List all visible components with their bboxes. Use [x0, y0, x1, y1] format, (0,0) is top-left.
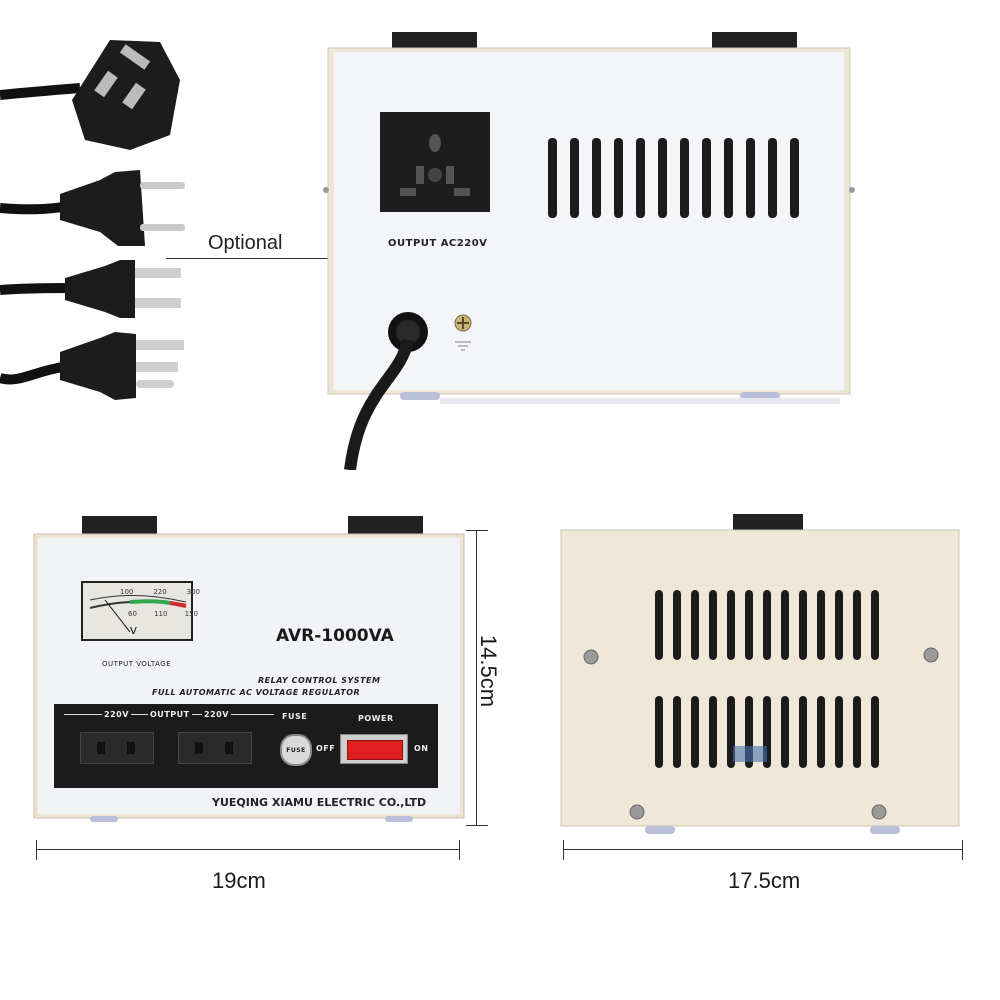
meter-tick: 110 — [154, 610, 168, 618]
manufacturer: YUEQING XIAMU ELECTRIC CO.,LTD — [212, 796, 427, 809]
height-dimension-label: 14.5cm — [476, 634, 502, 708]
output-label: OUTPUT — [148, 710, 192, 719]
meter-scale-inner: 60 110 150 — [128, 610, 198, 618]
dimension-tick — [466, 530, 488, 531]
meter-tick: 300 — [186, 588, 200, 596]
optional-leader-line — [166, 258, 434, 259]
output-left-voltage: 220V — [102, 710, 131, 719]
us-3pin-plug-icon — [0, 332, 184, 400]
front-width-line — [36, 849, 460, 850]
meter-caption: OUTPUT VOLTAGE — [102, 660, 172, 668]
voltage-meter-icon: V — [81, 581, 193, 641]
us-2pin-plug-icon — [0, 260, 181, 318]
dimension-tick — [459, 840, 460, 860]
height-dimension-line — [476, 530, 477, 826]
fuse-label: FUSE — [282, 712, 308, 721]
eu-plug-icon — [0, 170, 185, 246]
meter-tick: 60 — [128, 610, 137, 618]
ground-screw-icon — [454, 314, 472, 351]
power-switch-rocker — [347, 740, 403, 760]
dimension-tick — [563, 840, 564, 860]
side-width-line — [563, 849, 963, 850]
dimension-tick — [962, 840, 963, 860]
universal-socket-icon — [380, 112, 490, 212]
side-unit — [555, 510, 965, 840]
meter-tick: 220 — [153, 588, 167, 596]
power-label: POWER — [358, 714, 394, 723]
svg-text:V: V — [130, 626, 137, 637]
rear-vent-icon — [548, 138, 799, 218]
optional-label: Optional — [208, 232, 283, 254]
dimension-tick — [466, 825, 488, 826]
panel-line-1: RELAY CONTROL SYSTEM — [258, 676, 381, 685]
side-width-label: 17.5cm — [728, 868, 801, 893]
uk-plug-icon — [0, 40, 180, 150]
dimension-tick — [36, 840, 37, 860]
output-right-voltage: 220V — [202, 710, 231, 719]
meter-scale-outer: 100 220 300 — [120, 588, 200, 596]
power-cord-icon — [344, 312, 428, 471]
front-socket-icon — [178, 732, 252, 764]
fuse-cap-text: FUSE — [286, 746, 306, 754]
model-name: AVR-1000VA — [276, 626, 394, 646]
plug-options — [0, 0, 320, 420]
rear-unit — [320, 30, 860, 471]
fuse-holder-icon: FUSE — [280, 734, 312, 766]
side-vent-icon — [655, 696, 879, 768]
front-width-label: 19cm — [212, 868, 266, 893]
meter-tick: 100 — [120, 588, 134, 596]
off-label: OFF — [316, 744, 336, 753]
panel-line-2: FULL AUTOMATIC AC VOLTAGE REGULATOR — [152, 688, 361, 697]
screw-icon — [583, 647, 939, 820]
side-vent-icon — [655, 590, 879, 660]
on-label: ON — [414, 744, 429, 753]
meter-tick: 150 — [184, 610, 198, 618]
power-switch — [340, 734, 408, 764]
rear-output-label: OUTPUT AC220V — [388, 238, 488, 249]
front-socket-icon — [80, 732, 154, 764]
